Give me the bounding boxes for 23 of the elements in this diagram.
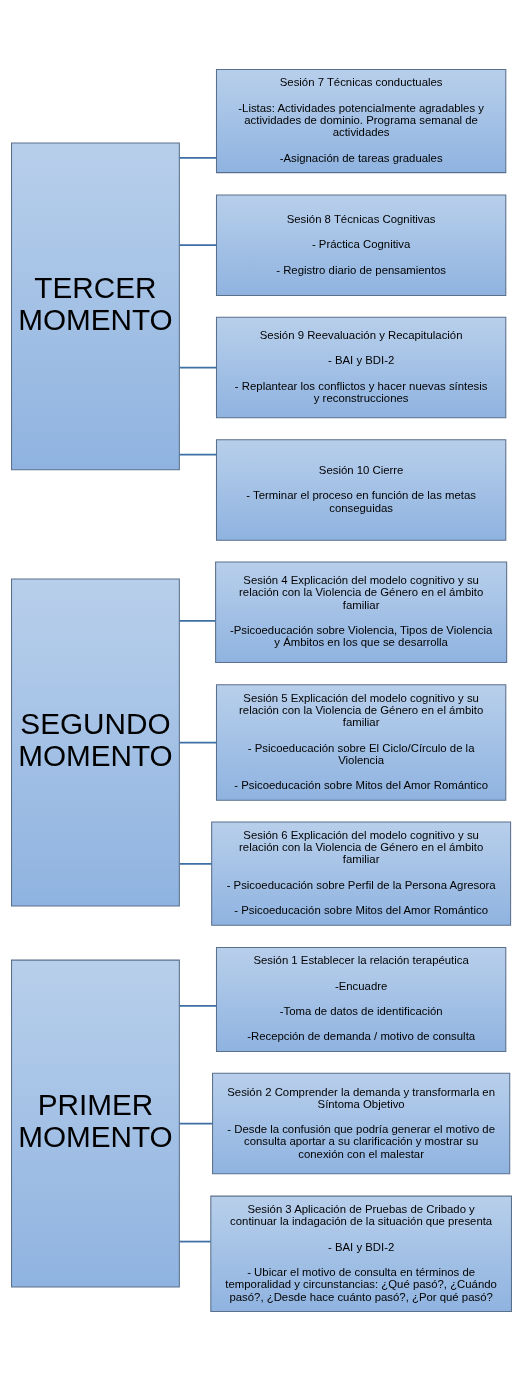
node-box: Sesión 5 Explicación del modelo cognitivo y su relación con la Violencia de Género en el ámbito familiar - Psicoeducación sobre El Ciclo/Círculo de la Violencia - Psicoeducación sobre Mitos del Amor Romántico [215, 684, 507, 801]
node-box: Sesión 7 Técnicas conductuales -Listas: Actividades potencialmente agradables y actividades de dominio. Programa semanal de actividades -Asignación de tareas graduales [215, 68, 507, 174]
node-box: Sesión 9 Reevaluación y Recapitulación - BAI y BDI-2 - Replantear los conflictos y hacer nuevas síntesis y reconstrucciones [215, 316, 507, 419]
node-box: Sesión 6 Explicación del modelo cognitivo y su relación con la Violencia de Género en el ámbito familiar - Psicoeducación sobre Perfil de la Persona Agresora - Psicoeducación sobre Mitos del Amor Romántico [211, 821, 512, 926]
connector [178, 863, 213, 865]
connector [178, 1004, 218, 1007]
node-box: Sesión 3 Aplicación de Pruebas de Cribado y continuar la indagación de la situación que presenta - BAI y BDI-2 - Ubicar el motivo de consulta en términos de temporalidad y circunstancias: ¿Qué pasó?, ¿Cuándo pasó?, ¿Desde hace cuánto pasó?, ¿Por qué pasó? [210, 1195, 512, 1313]
connector [178, 156, 218, 159]
node-box: Sesión 4 Explicación del modelo cognitivo y su relación con la Violencia de Género en el ámbito familiar -Psicoeducación sobre Violencia, Tipos de Violencia y Ámbitos en los que se desarrolla [215, 561, 508, 664]
node-box: TERCER MOMENTO [11, 142, 180, 471]
connector [178, 366, 218, 369]
node-box: Sesión 2 Comprender la demanda y transformarla en Síntoma Objetivo - Desde la confusión que podría generar el motivo de consulta aportar a su clarificación y mostrar su conexión con el malestar [212, 1072, 511, 1175]
connector [178, 1240, 212, 1243]
node-box: SEGUNDO MOMENTO [11, 578, 180, 907]
connector [178, 1122, 214, 1125]
node-box: Sesión 1 Establecer la relación terapéutica -Encuadre -Toma de datos de identificación -Recepción de demanda / motivo de consulta [215, 946, 507, 1052]
node-box: Sesión 8 Técnicas Cognitivas - Práctica Cognitiva - Registro diario de pensamientos [215, 194, 507, 296]
connector [178, 453, 218, 456]
connector [178, 619, 217, 622]
node-box: Sesión 10 Cierre - Terminar el proceso en función de las metas conseguidas [215, 439, 507, 541]
connector [178, 741, 218, 744]
connector [178, 244, 218, 247]
node-box: PRIMER MOMENTO [11, 959, 180, 1288]
